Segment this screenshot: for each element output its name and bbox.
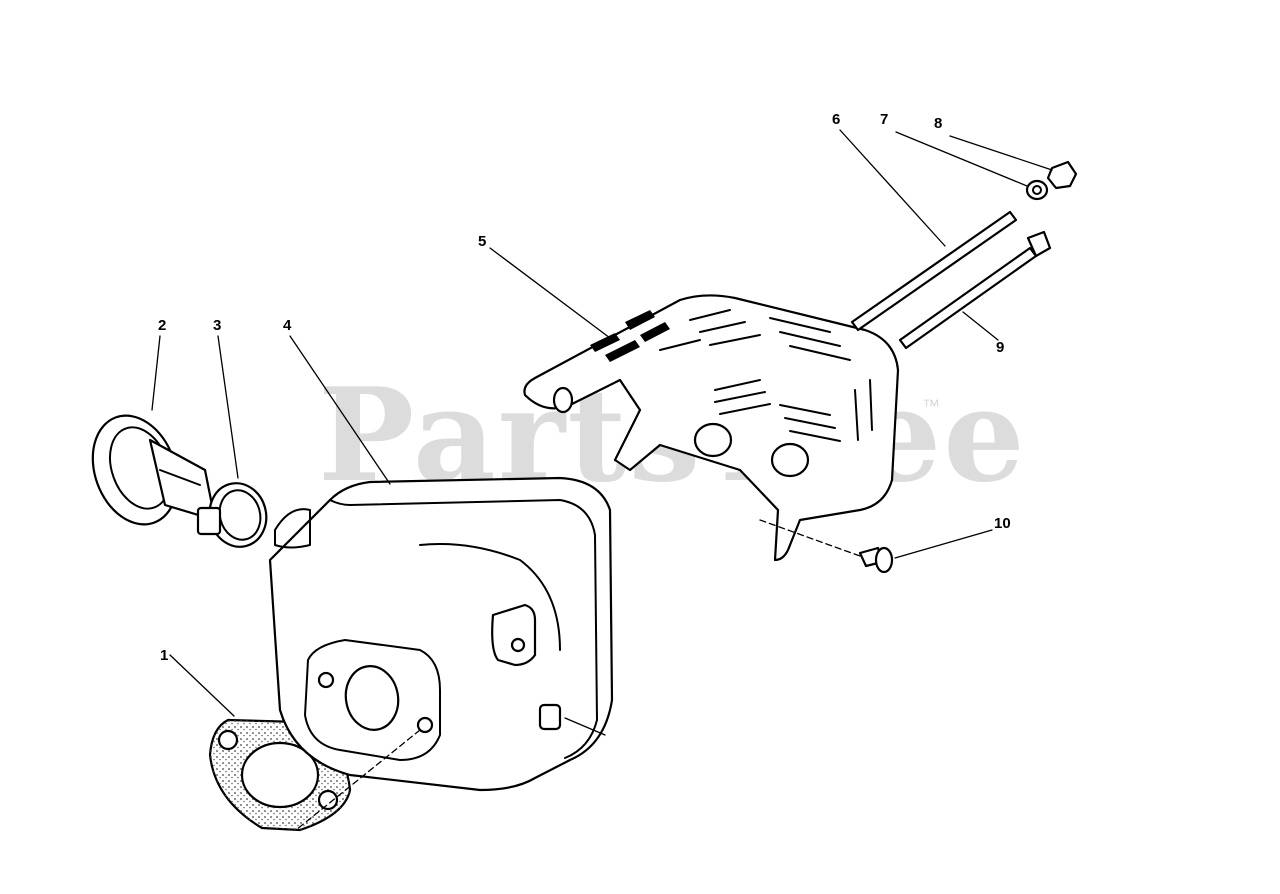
part-screw bbox=[858, 546, 894, 574]
callout-3: 3 bbox=[213, 317, 222, 334]
callout-9: 9 bbox=[996, 339, 1005, 356]
part-bolt bbox=[898, 230, 1052, 350]
part-bolt-long bbox=[850, 210, 1018, 332]
callout-5: 5 bbox=[478, 233, 487, 250]
part-muffler bbox=[268, 476, 614, 792]
part-heat-shield bbox=[523, 294, 900, 562]
callout-6: 6 bbox=[832, 111, 841, 128]
part-nut bbox=[1046, 160, 1078, 190]
callout-7: 7 bbox=[880, 111, 889, 128]
leader-lines bbox=[151, 129, 1053, 831]
part-clamp bbox=[196, 482, 268, 548]
callout-1: 1 bbox=[160, 647, 169, 664]
callout-4: 4 bbox=[283, 317, 292, 334]
callout-2: 2 bbox=[158, 317, 167, 334]
callout-10: 10 bbox=[994, 515, 1011, 532]
part-deflector bbox=[91, 414, 217, 526]
callout-8: 8 bbox=[934, 115, 943, 132]
part-washer bbox=[1025, 179, 1049, 201]
watermark-trademark: ™ bbox=[922, 396, 940, 416]
